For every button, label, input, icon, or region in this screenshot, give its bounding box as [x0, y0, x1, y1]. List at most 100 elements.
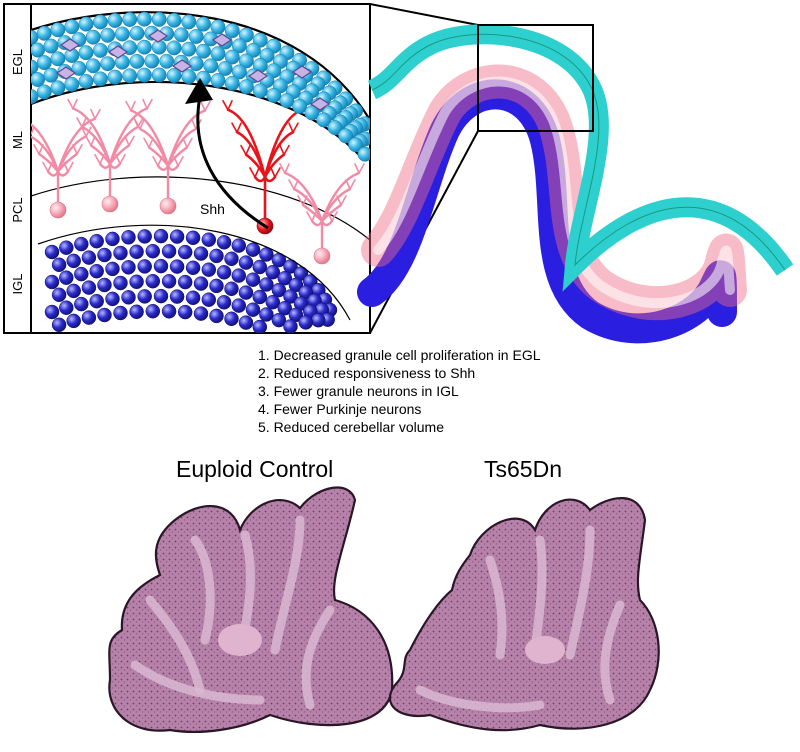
- egl-granule-cell: [43, 67, 59, 83]
- egl-granule-cell: [231, 38, 247, 54]
- euploid-folium-6: [130, 660, 265, 705]
- band-ml-core: [373, 76, 735, 309]
- igl-granule-cell: [66, 283, 81, 299]
- layer-label-igl: IGL: [10, 274, 25, 295]
- egl-granule-cell: [166, 12, 182, 28]
- igl-granule-cell: [97, 277, 112, 293]
- igl-granule-cell: [74, 296, 89, 312]
- egl-granule-cell: [50, 51, 66, 67]
- euploid-folium-1: [190, 535, 215, 645]
- egl-granule-cell: [210, 19, 226, 35]
- egl-granule-cell: [85, 29, 101, 45]
- egl-granule-cell: [188, 56, 204, 72]
- igl-granule-cell: [238, 255, 254, 270]
- igl-granule-cell: [252, 289, 268, 305]
- egl-granule-cell: [144, 53, 160, 69]
- igl-granule-cell: [51, 257, 67, 273]
- layer-label-egl: EGL: [10, 49, 25, 75]
- igl-granule-cell: [153, 258, 169, 274]
- igl-granule-cell: [231, 268, 247, 283]
- egl-granule-cell: [100, 27, 116, 43]
- purkinje-soma: [101, 195, 119, 213]
- igl-granule-cell: [51, 317, 67, 333]
- egl-granule-cell: [122, 12, 138, 27]
- igl-granule-cell: [177, 244, 193, 260]
- purkinje-dendrite-red-twig: [222, 100, 233, 111]
- purkinje-dendrite-branch: [108, 162, 122, 169]
- euploid-folium-5: [301, 605, 335, 710]
- igl-granule-cell: [153, 288, 169, 304]
- egl-granule-cell: [64, 76, 80, 92]
- purkinje-dendrite-twig: [90, 108, 101, 120]
- igl-granule-cell: [105, 261, 120, 277]
- euploid-cerebellum-section: [108, 486, 394, 733]
- cerebellar-folia-diagram: [357, 24, 794, 344]
- igl-granule-cell: [129, 274, 144, 290]
- egl-granule-cell: [85, 58, 101, 74]
- igl-granule-cell: [44, 274, 60, 290]
- igl-granule-cell: [231, 238, 247, 253]
- purkinje-dendrite-red-twig: [249, 167, 260, 178]
- egl-granule-cell: [238, 53, 254, 69]
- igl-granule-cell: [277, 300, 293, 316]
- egl-granule-cell: [136, 67, 152, 83]
- egl-granule-cell: [224, 49, 240, 65]
- egl-granule-cell: [252, 83, 268, 99]
- igl-granule-cell: [201, 232, 217, 247]
- mitotic-cell-icon: [147, 29, 169, 43]
- igl-granule-cell: [89, 233, 104, 249]
- igl-granule-cell: [231, 298, 247, 313]
- igl-granule-cell: [283, 319, 298, 333]
- band-igl: [357, 79, 737, 344]
- igl-granule-cell: [224, 251, 239, 267]
- igl-granule-cell: [209, 308, 224, 324]
- egl-granule-cell: [245, 42, 261, 58]
- purkinje-soma: [159, 197, 177, 215]
- igl-granule-cell: [51, 287, 67, 303]
- purkinje-soma: [313, 247, 331, 265]
- igl-granule-cell: [185, 230, 201, 246]
- igl-granule-cell: [216, 265, 232, 280]
- purkinje-dendrite-branch: [71, 107, 112, 165]
- igl-granule-cell: [66, 313, 81, 329]
- igl-granule-cell: [89, 293, 104, 309]
- egl-granule-cell: [151, 67, 167, 83]
- egl-granule-cell: [166, 40, 182, 56]
- igl-granule-cell: [277, 270, 293, 286]
- egl-granule-cell: [92, 14, 108, 30]
- purkinje-dendrite-red-twig: [279, 144, 290, 156]
- igl-granule-cell: [245, 302, 261, 317]
- purkinje-dendrite-red-branch: [226, 108, 267, 179]
- purkinje-dendrite-branch: [320, 171, 361, 223]
- igl-granule-cell: [121, 290, 136, 305]
- purkinje-dendrite-twig: [200, 100, 211, 112]
- egl-granule-cell: [224, 23, 240, 39]
- egl-granule-cell: [217, 61, 233, 76]
- egl-granule-cell: [151, 11, 167, 27]
- purkinje-dendrite-twig: [142, 98, 153, 110]
- egl-granule-cell: [338, 128, 354, 144]
- igl-granule-cell: [224, 281, 239, 297]
- egl-granule-cell: [316, 112, 332, 128]
- igl-granule-cell: [169, 289, 185, 304]
- purkinje-dendrite-twig: [31, 126, 35, 137]
- igl-granule-cell: [283, 289, 298, 304]
- egl-granule-cell: [50, 80, 66, 96]
- mitotic-cell-icon: [211, 33, 233, 47]
- igl-granule-cell: [169, 259, 185, 274]
- igl-granule-cell: [193, 246, 209, 261]
- igl-granule-cell: [74, 266, 89, 282]
- egl-granule-cell: [114, 26, 130, 42]
- egl-granule-cell: [231, 64, 247, 80]
- igl-granule-cell: [209, 278, 224, 294]
- layer-schematic-inset: Shh EGL ML PCL IGL: [3, 3, 371, 334]
- igl-granule-cell: [66, 253, 81, 269]
- egl-granule-cell: [36, 25, 52, 41]
- egl-granule-cell: [266, 87, 282, 103]
- egl-granule-cell: [279, 93, 295, 109]
- egl-granule-cell: [238, 79, 254, 95]
- egl-granule-cell: [78, 16, 94, 32]
- egl-granule-cell: [348, 137, 364, 153]
- igl-granule-cell: [201, 262, 217, 277]
- purkinje-dendrite-red-twig: [240, 144, 251, 156]
